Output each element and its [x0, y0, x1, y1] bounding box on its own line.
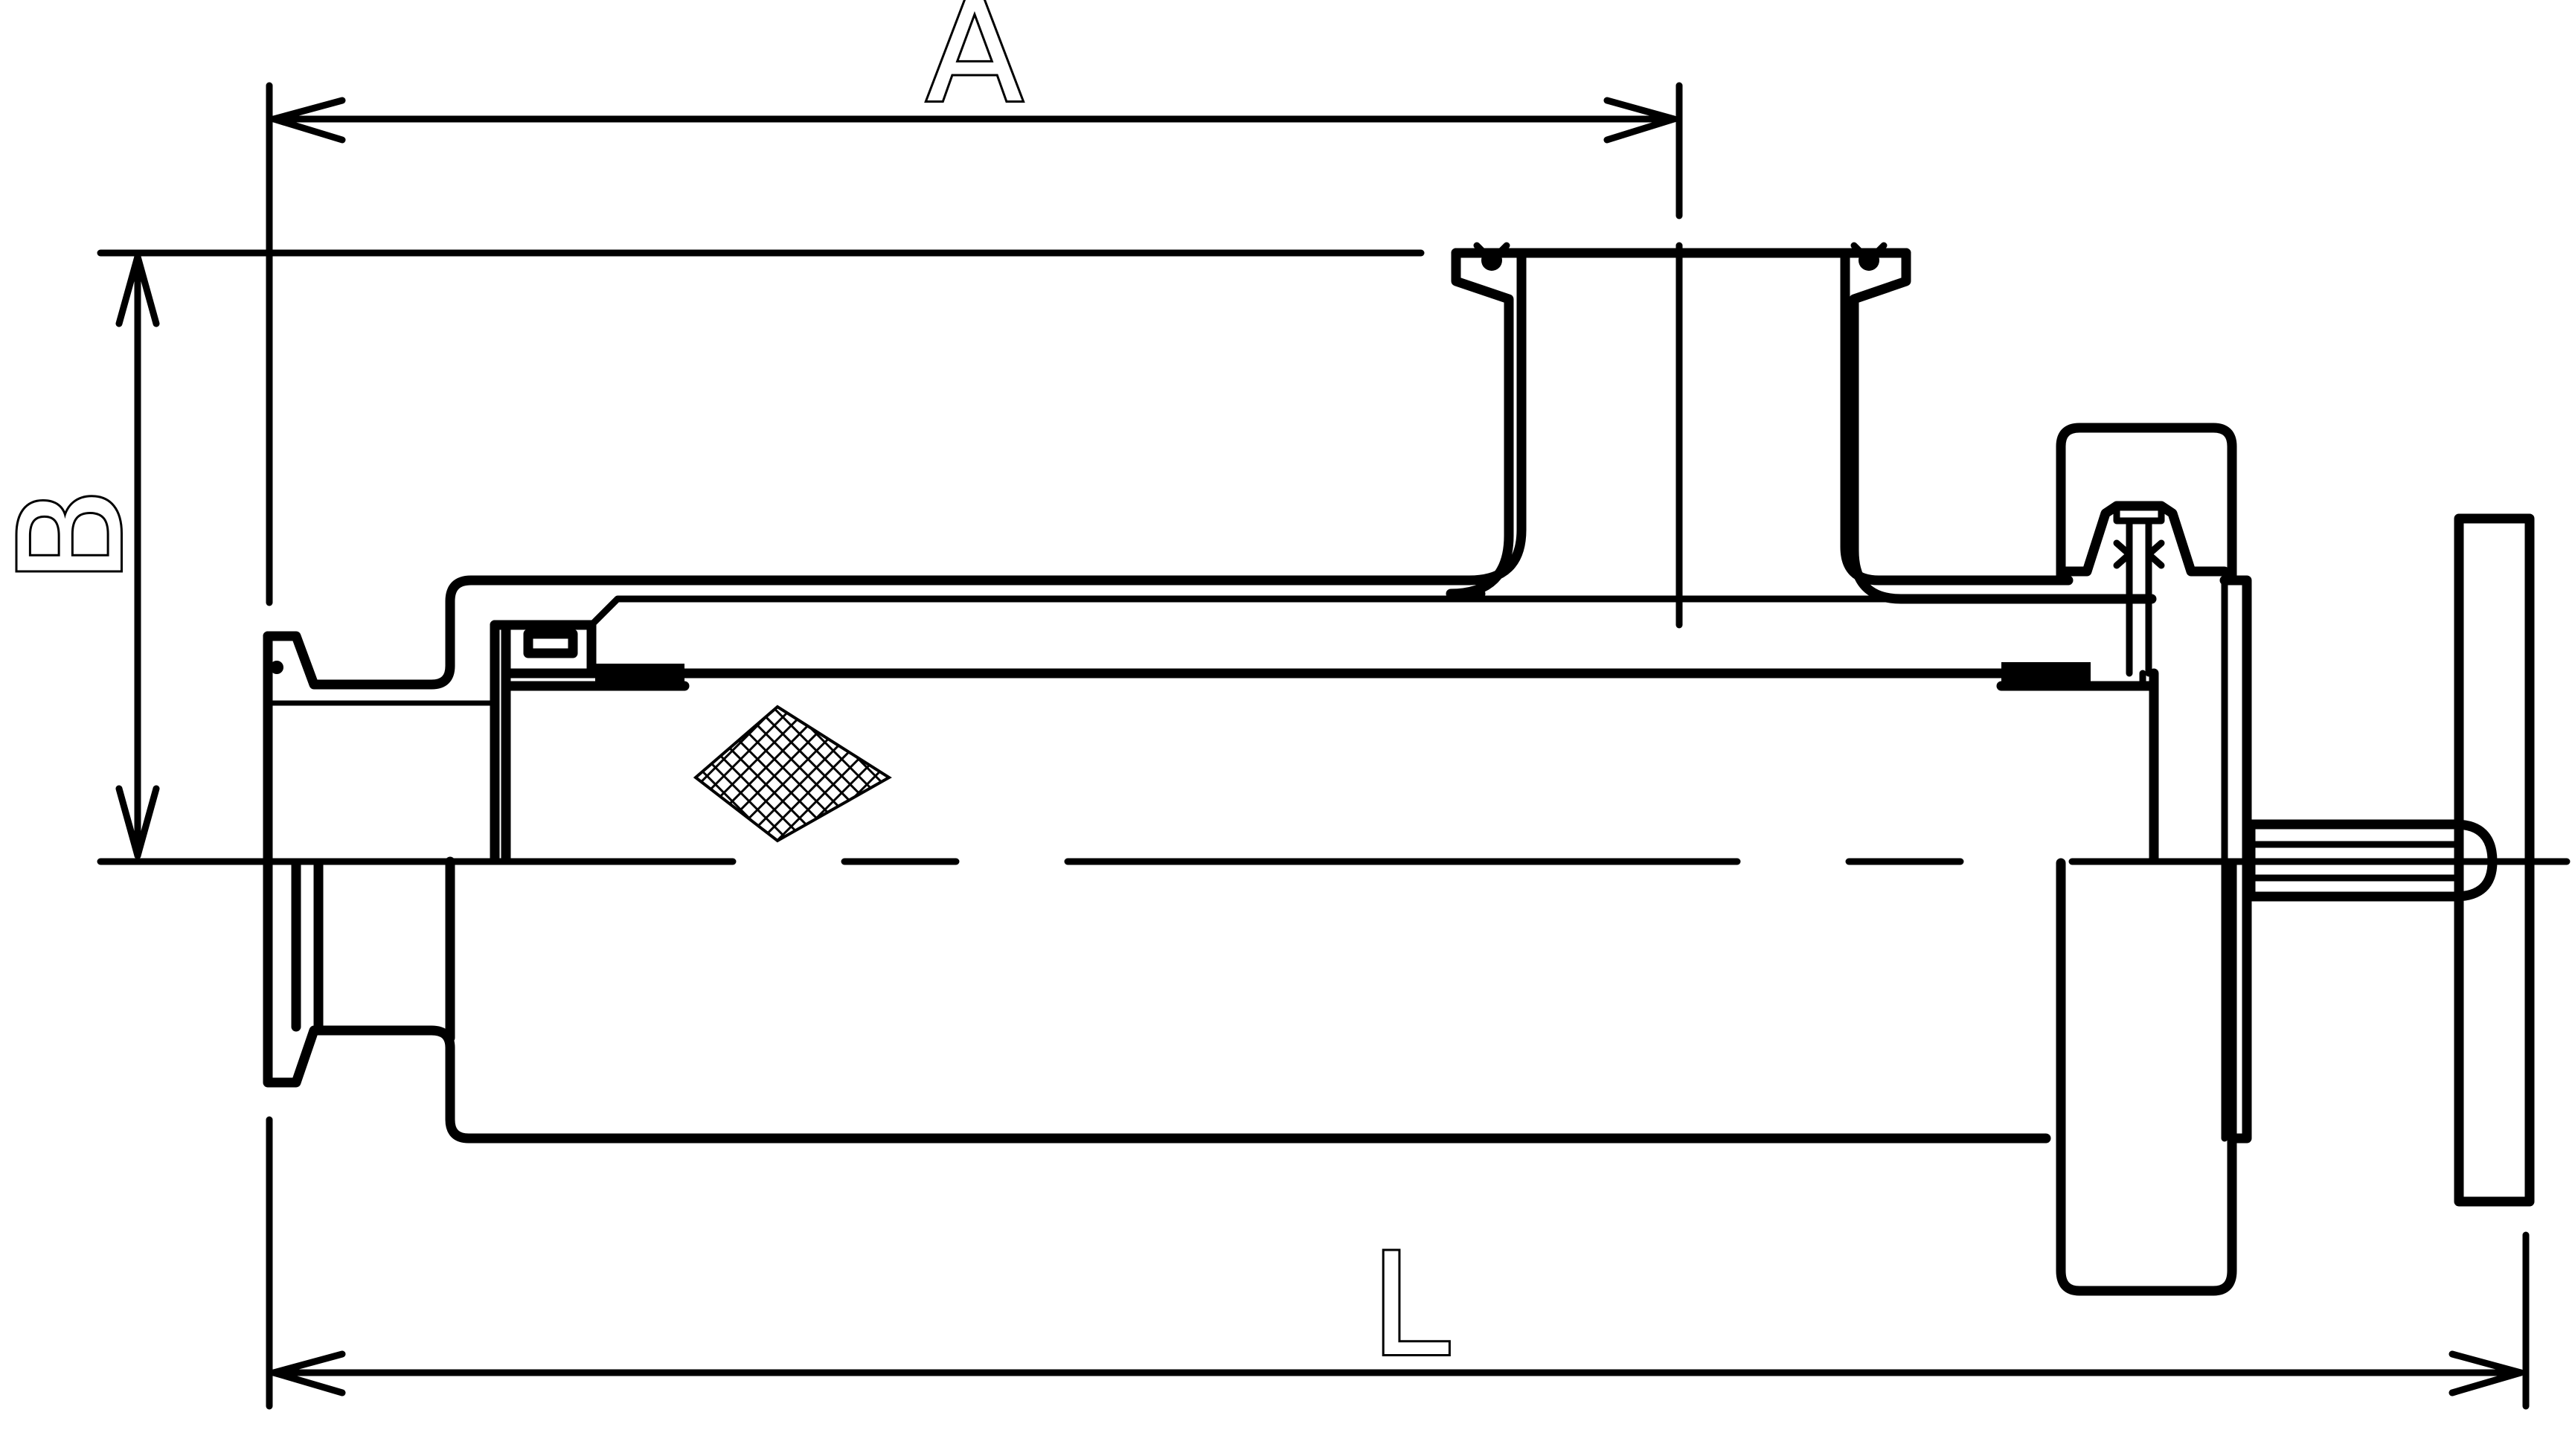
- dimension-b-label: B: [0, 487, 154, 584]
- mesh-screen: [693, 705, 892, 843]
- dimension-a-label: A: [926, 0, 1023, 134]
- inlet-ferrule: [263, 251, 2051, 1144]
- gasket-left: [595, 664, 684, 686]
- gasket-right: [2001, 662, 2091, 686]
- outlet-branch: [1446, 242, 2157, 604]
- seal-ring: [523, 629, 578, 658]
- clamp-pin-icon: [270, 661, 283, 674]
- dimension-l: L: [266, 1116, 2530, 1410]
- dimension-b: B: [0, 249, 1425, 859]
- inner-screen-tube: [490, 595, 2159, 865]
- dimension-l-label: L: [1370, 1223, 1449, 1388]
- t-handle: [2245, 513, 2535, 1207]
- dimension-a: A: [266, 0, 1683, 629]
- handle-bar: [2454, 513, 2535, 1207]
